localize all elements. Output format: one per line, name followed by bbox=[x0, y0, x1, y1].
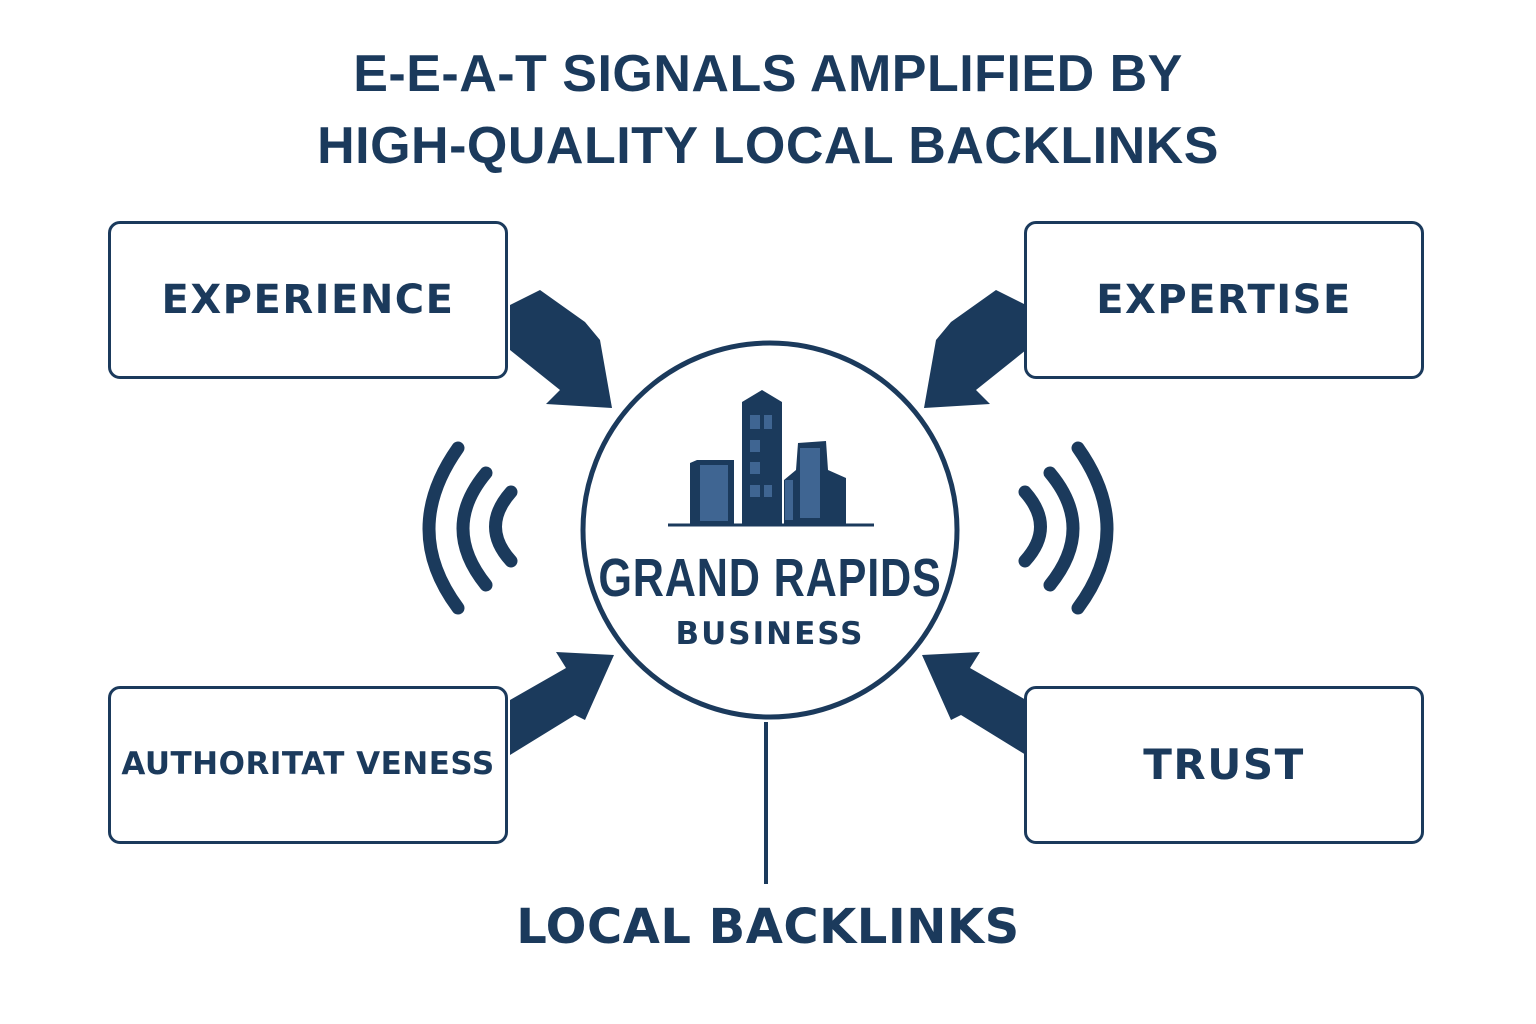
city-skyline-icon bbox=[668, 390, 874, 527]
signal-box-trust: TRUST bbox=[1024, 686, 1424, 844]
business-name: GRAND RAPIDS bbox=[598, 548, 942, 608]
local-backlinks-label: LOCAL BACKLINKS bbox=[516, 899, 1020, 955]
business-subtitle: BUSINESS bbox=[675, 616, 865, 652]
signal-label: AUTHORITAT VENESS bbox=[121, 746, 495, 783]
center-circle bbox=[580, 340, 960, 720]
arrow-authoritativeness-icon bbox=[510, 652, 614, 755]
diagram-title-line-1: E-E-A-T SIGNALS AMPLIFIED BY bbox=[353, 45, 1183, 103]
signal-box-experience: EXPERIENCE bbox=[108, 221, 508, 379]
diagram-title-line-2: HIGH-QUALITY LOCAL BACKLINKS bbox=[317, 117, 1219, 175]
signal-box-expertise: EXPERTISE bbox=[1024, 221, 1424, 379]
signal-waves-right-icon bbox=[1018, 441, 1114, 615]
arrow-experience-icon bbox=[510, 290, 612, 408]
signal-waves-left-icon bbox=[422, 441, 518, 615]
arrow-trust-icon bbox=[922, 652, 1026, 755]
signal-label: TRUST bbox=[1143, 739, 1305, 789]
signal-box-authoritativeness: AUTHORITAT VENESS bbox=[108, 686, 508, 844]
signal-label: EXPERIENCE bbox=[161, 277, 455, 323]
signal-label: EXPERTISE bbox=[1096, 277, 1352, 323]
arrow-expertise-icon bbox=[924, 290, 1026, 408]
